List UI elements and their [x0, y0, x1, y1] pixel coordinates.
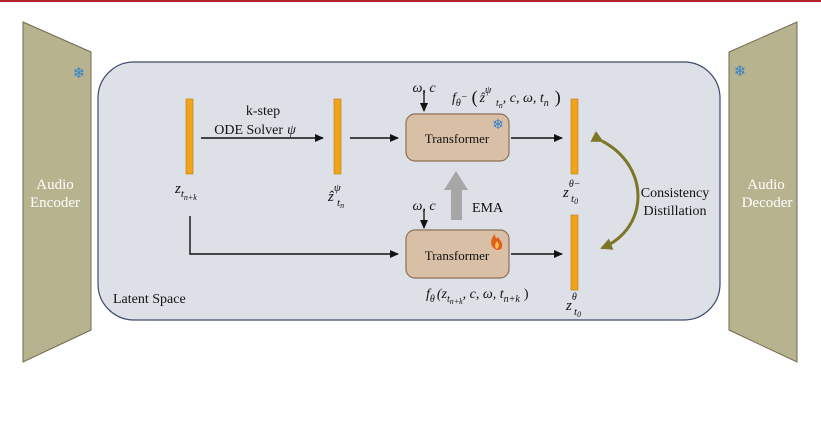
ema-arrow-shaft — [451, 189, 462, 220]
ft-lead: ( — [472, 87, 478, 108]
snowflake-icon: ❄ — [73, 64, 86, 82]
ft-supf: − — [461, 92, 468, 103]
z0m-subsub: 0 — [574, 197, 578, 206]
transformer-bottom-box — [405, 229, 510, 279]
z0-subsub: 0 — [577, 310, 581, 319]
fb-zsubnk: n+k — [450, 297, 463, 306]
z0-sub: t — [574, 306, 578, 318]
ft-zhat: ẑ — [479, 91, 486, 106]
consistency-label-line2: Distillation — [644, 204, 707, 219]
encoder-label-line1: Audio — [36, 177, 74, 193]
formula-top: fθ−(ẑψtn, c, ω, tn) — [452, 85, 561, 110]
latent-bar-z-t0-minus — [570, 98, 579, 175]
zhat-sub: t — [337, 197, 341, 209]
ft-zsubn: n — [499, 101, 503, 110]
consistency-label-line1: Consistency — [641, 186, 709, 201]
latent-bar-zhat-tn — [333, 98, 342, 175]
z-sub: t — [181, 188, 185, 200]
decoder-label-line1: Audio — [747, 177, 785, 193]
ema-label: EMA — [472, 201, 504, 216]
transformer-top-label: Transformer — [425, 131, 490, 146]
encoder-label-line2: Encoder — [30, 195, 80, 211]
transformer-top-box — [405, 113, 510, 162]
solver-name: ODE Solver — [214, 123, 283, 138]
encoder-panel — [22, 21, 92, 363]
z-subsub: n+k — [184, 193, 197, 202]
ft-tsub: n — [544, 98, 549, 109]
solver-symbol: ψ — [287, 123, 296, 138]
fb-end: ) — [524, 287, 529, 302]
zhat-base: ẑ — [327, 189, 334, 205]
z0-base: z — [565, 298, 572, 314]
fb-f: f — [426, 287, 432, 302]
ft-end: ) — [555, 87, 561, 108]
latent-bar-z-t0 — [570, 214, 579, 291]
ft-sub: θ — [456, 98, 461, 109]
latent-label-z-tnk: ztn+k — [174, 181, 197, 202]
solver-label-line1: k-step — [246, 104, 280, 119]
arrow-skip-path — [189, 216, 399, 258]
ema-arrow-head — [444, 171, 468, 190]
snowflake-icon: ❄ — [492, 117, 504, 133]
cond-bottom-label: ω, c — [412, 199, 436, 214]
fb-lead: (z — [437, 287, 448, 302]
zhat-subsub: n — [340, 201, 344, 210]
transformer-top: Transformer ❄ — [405, 113, 510, 162]
latent-label-z-t0-minus: zθ− t0 — [562, 179, 581, 206]
snowflake-icon: ❄ — [734, 62, 747, 80]
formula-bottom: fθ(ztn+k, c, ω, tn+k) — [426, 287, 529, 306]
solver-label-line2: ODE Solver ψ — [214, 123, 296, 138]
ft-zsup: ψ — [485, 85, 492, 96]
fb-zsubt: t — [447, 294, 450, 305]
decoder-label-line2: Decoder — [742, 195, 793, 211]
decoder-panel — [728, 21, 798, 363]
audio-encoder: Audio Encoder ❄ — [22, 21, 92, 363]
transformer-bottom-label: Transformer — [425, 248, 490, 263]
audio-decoder: Audio Decoder ❄ — [728, 21, 798, 363]
z0-sup: θ — [572, 292, 577, 303]
z0m-base: z — [562, 185, 569, 201]
z-base: z — [174, 181, 181, 197]
flame-core — [495, 241, 499, 249]
latent-space-box — [97, 61, 721, 321]
ft-f: f — [452, 91, 458, 106]
latent-space-label: Latent Space — [113, 292, 186, 307]
z0m-sub: t — [571, 193, 575, 205]
fb-tsub: n+k — [504, 294, 521, 305]
consistency-arrow — [590, 131, 640, 250]
top-rule — [0, 0, 821, 2]
transformer-bottom: Transformer — [405, 229, 510, 279]
fb-mid: , c, ω, t — [463, 287, 505, 302]
ema-arrow — [444, 171, 468, 220]
zhat-sup: ψ — [334, 182, 341, 194]
cond-top-label: ω, c — [412, 81, 436, 96]
latent-bar-z-tnk — [185, 98, 194, 175]
z0m-sup: θ− — [569, 179, 581, 190]
ft-zsubt: t — [496, 98, 499, 109]
fb-sub: θ — [430, 294, 435, 305]
ft-mid: , c, ω, t — [503, 91, 545, 106]
